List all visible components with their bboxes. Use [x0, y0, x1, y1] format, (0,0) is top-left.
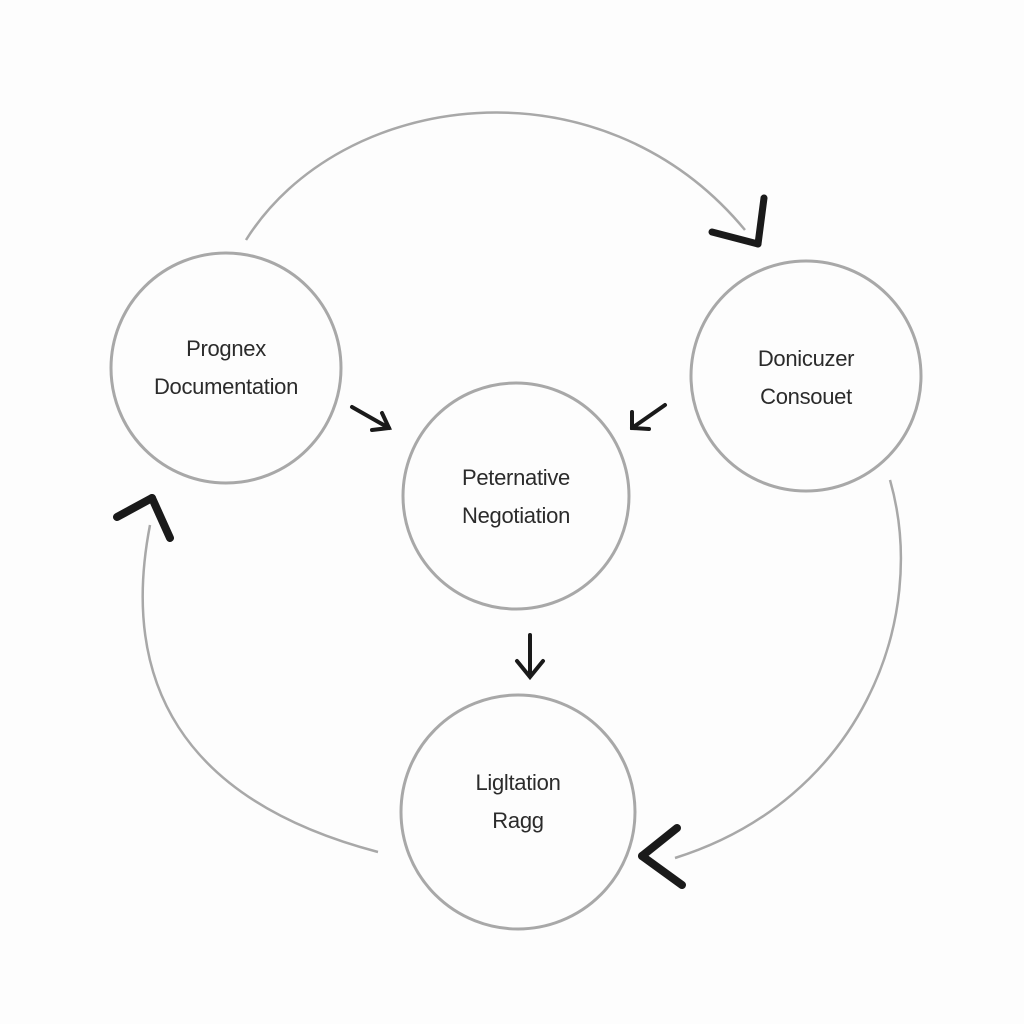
- arrow-center-to-bottom: [515, 633, 545, 681]
- node-label-top-right-line-1: Donicuzer: [757, 346, 855, 371]
- node-circle-bottom: [399, 693, 637, 931]
- node-label-bottom: Ligltation Ragg: [418, 762, 618, 842]
- arrowhead-top-right: [708, 194, 768, 248]
- node-label-top-right-line-2: Consouet: [760, 384, 852, 409]
- arrowhead-bottom: [638, 824, 686, 889]
- node-label-center-line-1: Peternative: [462, 465, 570, 490]
- arc-top-left-to-top-right: [244, 111, 746, 241]
- arrow-top-right-to-center: [630, 403, 667, 431]
- node-label-top-left-line-2: Documentation: [153, 374, 299, 399]
- node-label-center-line-2: Negotiation: [462, 503, 570, 528]
- arc-top-right-to-bottom: [674, 479, 903, 860]
- node-label-center: Peternative Negotiation: [416, 457, 616, 537]
- node-circle-top-left: [109, 251, 343, 485]
- arrow-top-left-to-center: [350, 405, 392, 432]
- node-label-bottom-line-2: Ragg: [492, 808, 544, 833]
- node-label-top-left-line-1: Prognex: [186, 336, 266, 361]
- arrowhead-top-left: [113, 494, 174, 542]
- node-label-bottom-line-1: Ligltation: [475, 770, 561, 795]
- arc-bottom-to-top-left: [141, 524, 379, 854]
- node-circle-center: [401, 381, 631, 611]
- node-circle-top-right: [689, 259, 923, 493]
- node-label-top-right: Donicuzer Consouet: [706, 338, 906, 418]
- node-label-top-left: Prognex Documentation: [126, 328, 326, 408]
